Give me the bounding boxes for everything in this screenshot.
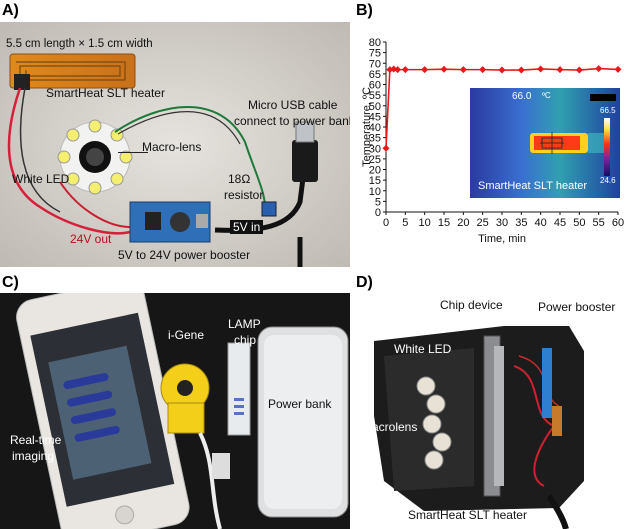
data-point [421, 66, 429, 74]
heater-strip [9, 53, 136, 90]
panel-a-illustration [0, 22, 350, 267]
panel-c-letter: C) [2, 274, 19, 291]
power-bank-label: Power bank [268, 397, 332, 411]
data-point [479, 66, 487, 74]
y-tick-label: 55 [369, 90, 381, 102]
led-ring [57, 119, 133, 195]
data-point [440, 65, 448, 73]
booster-board [129, 201, 211, 243]
y-tick-label: 20 [369, 165, 381, 177]
smartphone [16, 293, 190, 529]
resistor-value-label: 18Ω [228, 172, 251, 186]
lamp-label-1: LAMP [228, 317, 261, 331]
inset-heater-label: SmartHeat SLT heater [478, 180, 588, 192]
usb-label-2: connect to power bank [234, 114, 350, 128]
panel-c-photo: i-Gene LAMP chip Power bank Real-time im… [0, 293, 350, 529]
data-point [498, 66, 506, 74]
y-tick-label: 30 [369, 143, 381, 155]
chip-device-label: Chip device [440, 298, 503, 312]
inset-reading: 66.0 [512, 91, 532, 102]
inset-min: 24.6 [600, 176, 616, 185]
macro-lens-pointer [118, 152, 148, 153]
data-point [382, 144, 390, 152]
x-tick-label: 55 [593, 217, 605, 229]
realtime-label-2: imaging [12, 449, 55, 463]
x-axis-label: Time, min [478, 233, 526, 245]
data-point [614, 65, 622, 73]
panel-b-letter: B) [356, 2, 373, 19]
y-tick-label: 0 [375, 207, 381, 219]
y-tick-label: 45 [369, 111, 381, 123]
v5-in-label: 5V in [230, 220, 264, 234]
data-point [537, 65, 545, 73]
x-tick-label: 35 [515, 217, 527, 229]
usb-label-1: Micro USB cable [248, 98, 338, 112]
y-tick-label: 60 [369, 80, 381, 92]
panel-d-illustration [354, 296, 625, 529]
panel-a-letter: A) [2, 2, 19, 19]
y-tick-label: 10 [369, 186, 381, 198]
x-tick-label: 50 [573, 217, 585, 229]
data-point [390, 65, 398, 73]
inset-max: 66.5 [600, 106, 616, 115]
v24-out-label: 24V out [70, 232, 112, 246]
heater-label: SmartHeat SLT heater [46, 86, 165, 100]
y-tick-label: 40 [369, 122, 381, 134]
data-point [517, 66, 525, 74]
heater-d-label: SmartHeat SLT heater [408, 508, 527, 522]
x-tick-label: 20 [457, 217, 469, 229]
x-tick-label: 40 [535, 217, 547, 229]
white-led-label: White LED [12, 172, 70, 186]
thermal-image [470, 88, 620, 198]
y-tick-label: 15 [369, 175, 381, 187]
inset-unit: ºC [542, 91, 551, 100]
resistor-label: resistor [224, 188, 264, 202]
igene-label: i-Gene [168, 328, 205, 342]
y-tick-label: 75 [369, 48, 381, 60]
macrolens-label: Macrolens [362, 420, 418, 434]
y-tick-label: 35 [369, 133, 381, 145]
data-point [556, 66, 564, 74]
thermal-inset: 66.0 ºC 66.5 24.6 SmartHeat SLT heater [470, 88, 620, 198]
y-tick-label: 65 [369, 69, 381, 81]
x-tick-label: 30 [496, 217, 508, 229]
data-point [394, 66, 402, 74]
x-tick-label: 10 [419, 217, 431, 229]
panel-d-letter: D) [356, 274, 373, 291]
data-point [575, 66, 583, 74]
y-axis-label: Temperature, ºC [361, 87, 373, 167]
lamp-label-2: chip [234, 333, 257, 347]
x-tick-label: 25 [477, 217, 489, 229]
macro-lens-label: Macro-lens [142, 140, 202, 154]
heater-dims-label: 5.5 cm length × 1.5 cm width [6, 38, 153, 50]
y-tick-label: 80 [369, 37, 381, 49]
x-tick-label: 60 [612, 217, 624, 229]
x-tick-label: 45 [554, 217, 566, 229]
x-tick-label: 15 [438, 217, 450, 229]
panel-a-photo: 5.5 cm length × 1.5 cm width SmartHeat S… [0, 22, 350, 267]
y-tick-label: 70 [369, 58, 381, 70]
realtime-label-1: Real-time [10, 433, 62, 447]
white-led-d-label: White LED [394, 342, 452, 356]
data-point [459, 66, 467, 74]
x-tick-label: 0 [383, 217, 389, 229]
power-booster-label: Power booster [538, 300, 616, 314]
y-tick-label: 50 [369, 101, 381, 113]
booster-label: 5V to 24V power booster [118, 248, 251, 262]
y-tick-label: 25 [369, 154, 381, 166]
y-tick-label: 5 [375, 196, 381, 208]
data-point [595, 65, 603, 73]
data-point [401, 66, 409, 74]
x-tick-label: 5 [402, 217, 408, 229]
data-point [386, 66, 394, 74]
igene-device [160, 363, 210, 434]
panel-c-illustration [0, 293, 350, 529]
panel-d-photo: Chip device Power booster White LED Macr… [354, 296, 625, 529]
